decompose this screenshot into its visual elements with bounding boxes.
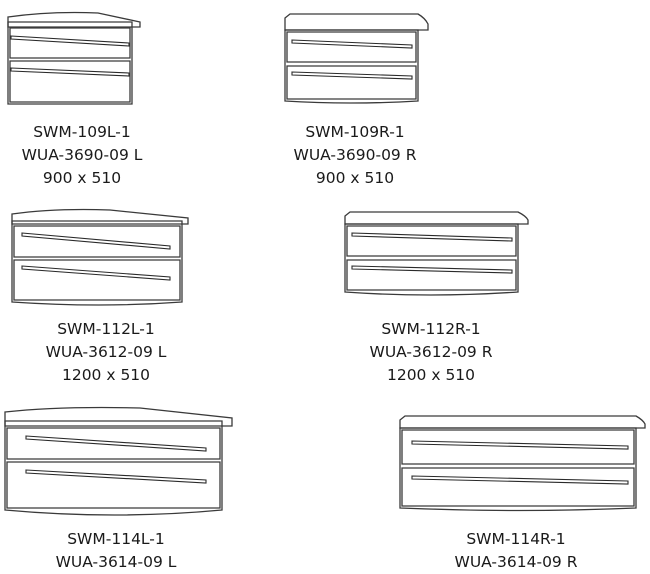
dimensions: 1200 x 510 [61,366,151,384]
model-number: SWM-114R-1 [466,530,566,548]
cabinet-drawing-112r [344,211,529,296]
article-number: WUA-3690-09 R [293,146,417,164]
caption-114l: SWM-114L-1 WUA-3614-09 L [16,528,216,574]
caption-109r: SWM-109R-1 WUA-3690-09 R 900 x 510 [255,121,455,190]
model-number: SWM-109L-1 [33,123,131,141]
model-number: SWM-112R-1 [381,320,481,338]
model-number: SWM-112L-1 [57,320,155,338]
article-number: WUA-3690-09 L [21,146,143,164]
article-number: WUA-3614-09 L [55,553,177,571]
dimensions: 1200 x 510 [386,366,476,384]
article-number: WUA-3614-09 R [454,553,578,571]
article-number: WUA-3612-09 L [45,343,167,361]
caption-114r: SWM-114R-1 WUA-3614-09 R [416,528,616,574]
caption-112l: SWM-112L-1 WUA-3612-09 L 1200 x 510 [6,318,206,387]
caption-109l: SWM-109L-1 WUA-3690-09 L 900 x 510 [0,121,182,190]
cabinet-drawing-114l [4,406,233,516]
cabinet-drawing-114r [399,415,646,512]
cabinet-drawing-109l [7,11,141,105]
cabinet-drawing-109r [284,13,429,104]
model-number: SWM-109R-1 [305,123,405,141]
dimensions: 900 x 510 [315,169,395,187]
caption-112r: SWM-112R-1 WUA-3612-09 R 1200 x 510 [331,318,531,387]
cabinet-drawing-112l [11,208,189,306]
model-number: SWM-114L-1 [67,530,165,548]
article-number: WUA-3612-09 R [369,343,493,361]
dimensions: 900 x 510 [42,169,122,187]
